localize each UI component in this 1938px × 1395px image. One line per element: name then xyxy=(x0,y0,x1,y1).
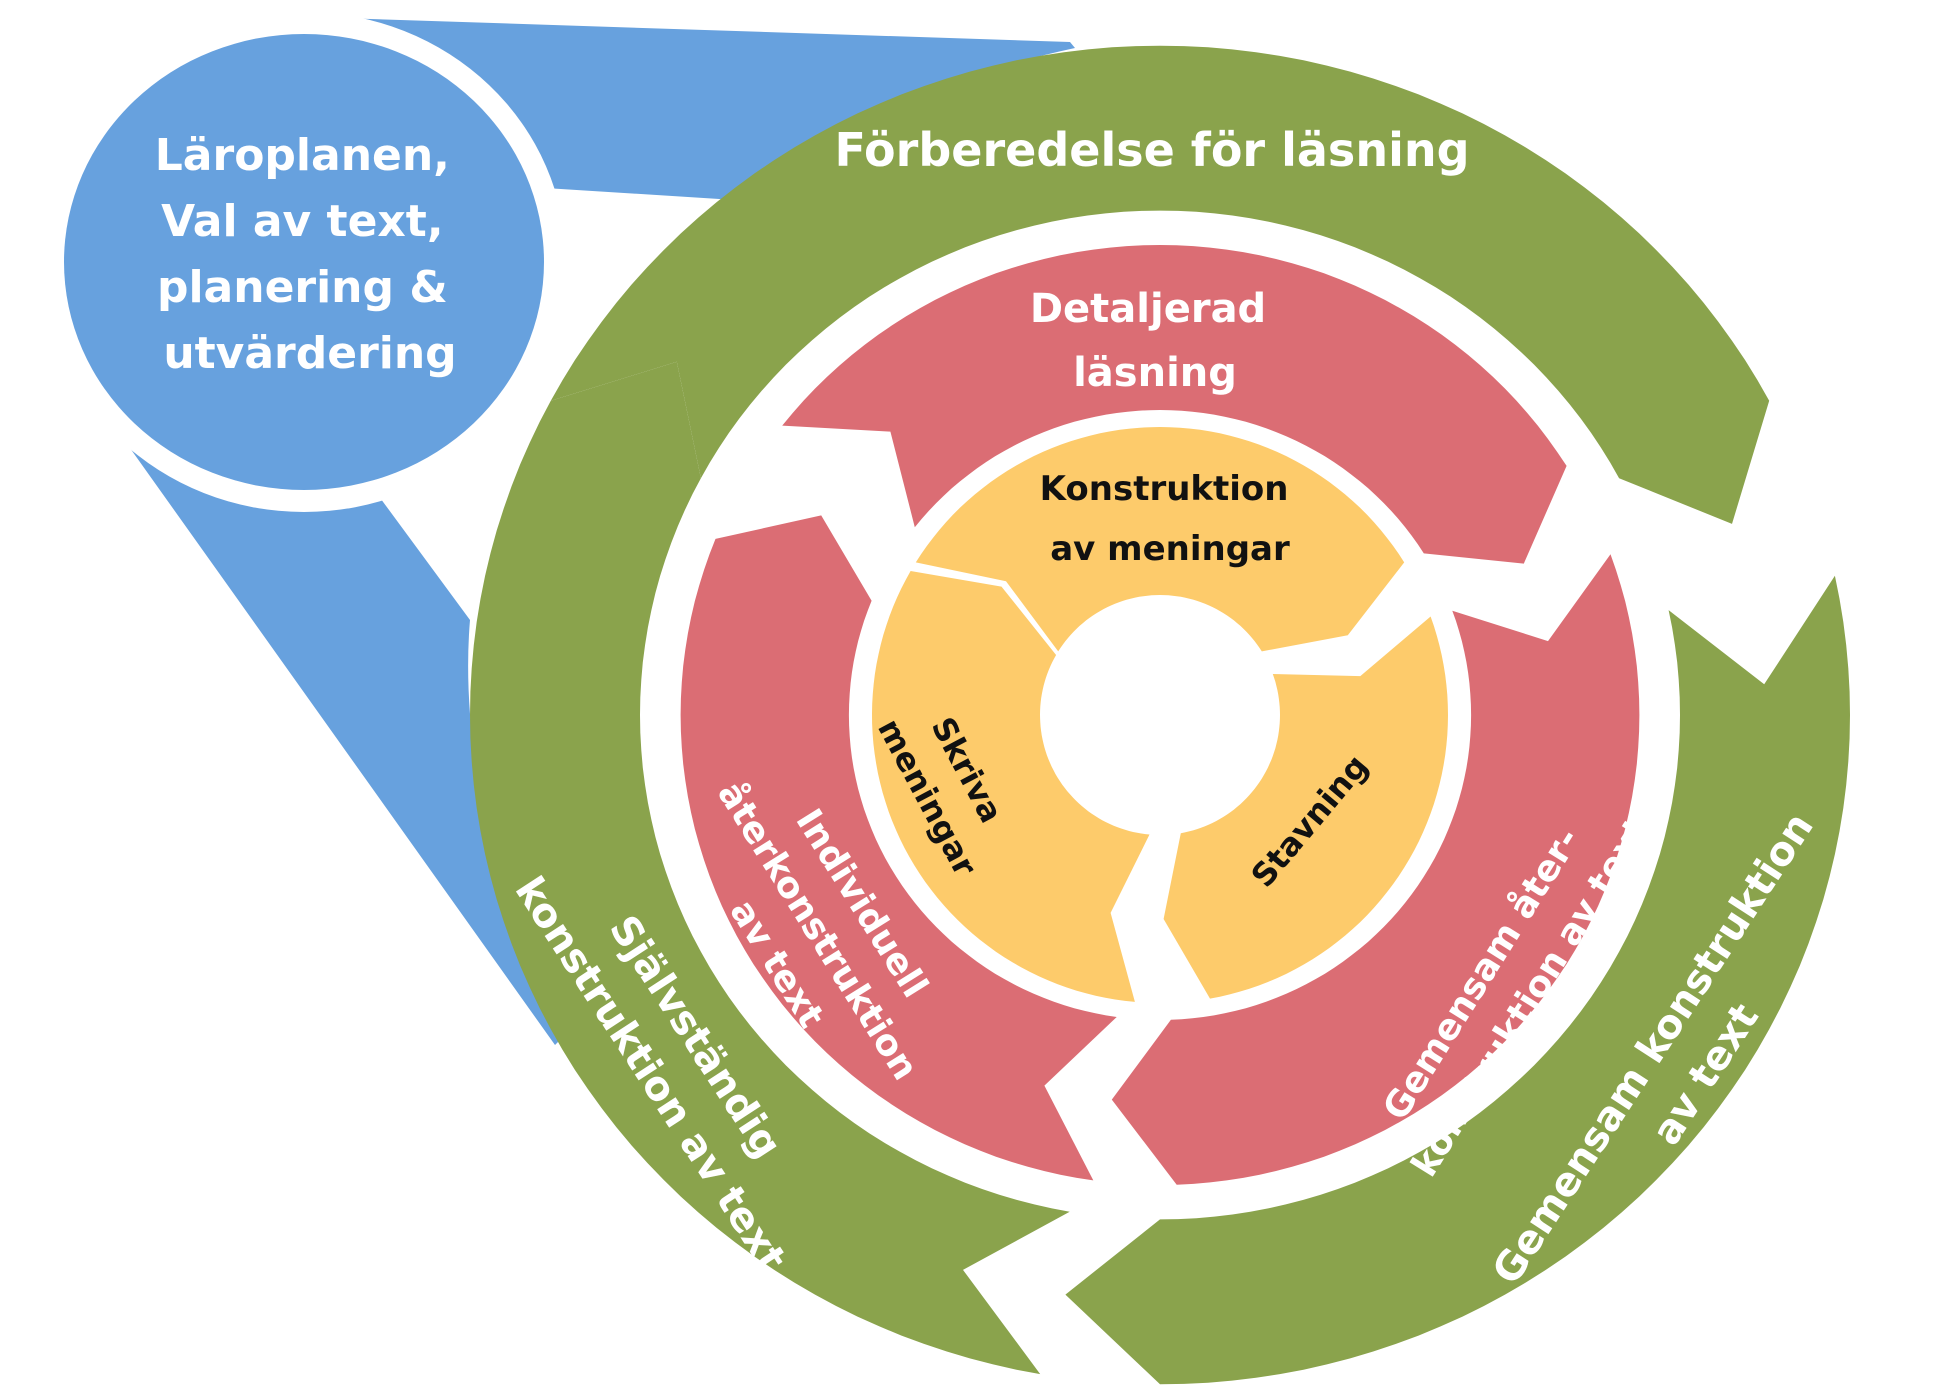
planning-connector-bottom xyxy=(110,420,560,1045)
planning-connector-top xyxy=(340,18,1075,200)
outer-ring xyxy=(470,45,1850,1385)
inner-ring xyxy=(872,427,1448,1002)
planning-circle xyxy=(64,34,544,490)
middle-ring xyxy=(680,245,1640,1185)
outer-segment-joint-construction xyxy=(1065,575,1850,1385)
planning-label-line: Val av text, xyxy=(161,196,443,247)
outer-segment-preparation xyxy=(550,45,1770,524)
planning-label-line: planering & xyxy=(157,262,448,313)
label-line: Konstruktion xyxy=(1040,469,1289,509)
label-line: av meningar xyxy=(1050,529,1290,569)
label-preparation: Förberedelse för läsning xyxy=(834,123,1469,177)
inner-segment-sentence-writing xyxy=(872,571,1150,1002)
middle-segment-individual-reconstruction xyxy=(680,515,1117,1181)
inner-segment-sentence-construction xyxy=(915,427,1405,652)
inner-segment-spelling xyxy=(1163,616,1448,999)
label-detailed-reading: Detaljerad läsning xyxy=(1030,286,1280,396)
label-line: Förberedelse för läsning xyxy=(834,123,1469,177)
label-line: läsning xyxy=(1073,350,1237,396)
middle-segment-joint-reconstruction xyxy=(1111,554,1640,1185)
planning-label-line: Läroplanen, xyxy=(155,130,450,181)
label-line: Detaljerad xyxy=(1030,286,1266,332)
planning-label: Läroplanen, Val av text, planering & utv… xyxy=(155,130,465,379)
label-sentence-construction: Konstruktion av meningar xyxy=(1040,469,1301,569)
planning-label-line: utvärdering xyxy=(163,328,456,379)
planning-group: Läroplanen, Val av text, planering & utv… xyxy=(42,12,1075,1045)
middle-segment-detailed-reading xyxy=(782,245,1567,564)
outer-segment-independent-construction xyxy=(470,361,1070,1375)
